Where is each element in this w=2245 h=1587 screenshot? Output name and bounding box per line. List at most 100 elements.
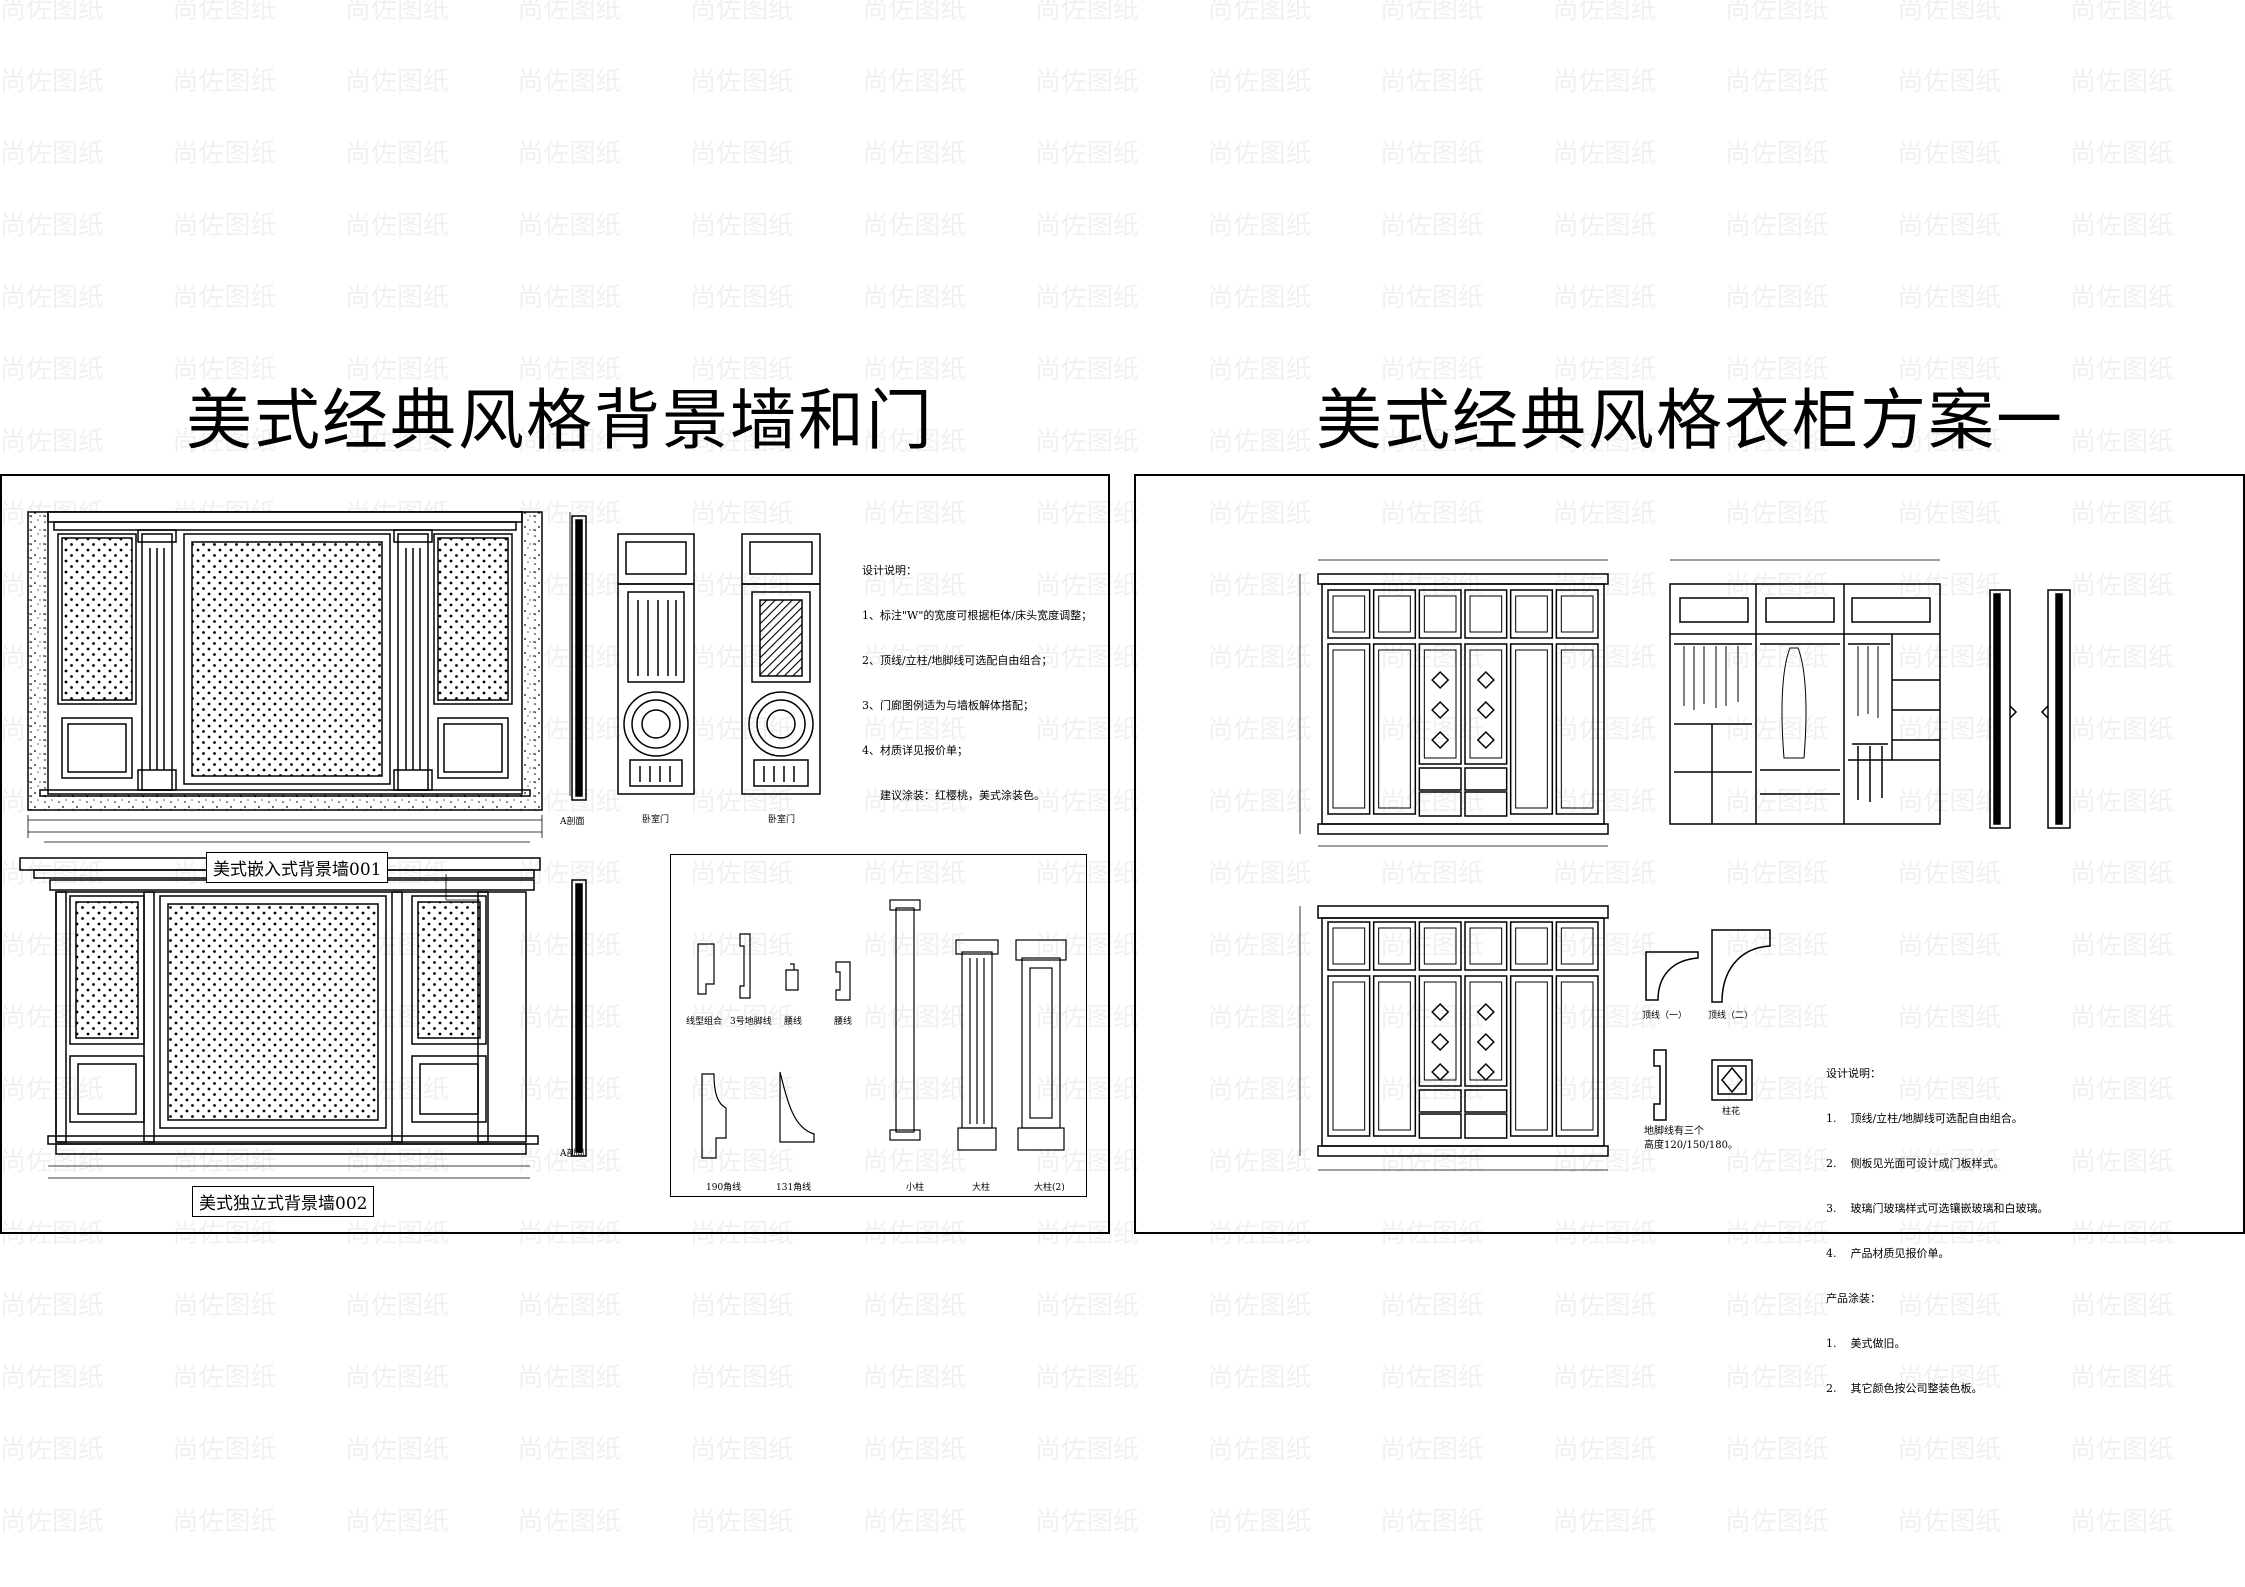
glass-ornament <box>1476 730 1495 750</box>
right-note-1: 1. 顶线/立柱/地脚线可选配自由组合。 <box>1826 1112 2023 1125</box>
wardrobe-door-panel <box>1378 981 1411 1131</box>
wardrobe-door-panel <box>1327 921 1371 971</box>
glass-ornament <box>1431 1032 1450 1052</box>
wardrobe-door-panel <box>1332 649 1366 809</box>
wardrobe-door-panel <box>1327 589 1371 639</box>
wardrobe-door-panel <box>1555 975 1599 1137</box>
wardrobe-door-panel <box>1464 975 1508 1087</box>
wardrobe-door-panel <box>1423 927 1457 965</box>
detail-corner131: 131角线 <box>776 1183 812 1193</box>
right-sheet-title: 美式经典风格衣柜方案一 <box>1316 382 2064 459</box>
wardrobe-door-panel <box>1560 927 1594 965</box>
wardrobe-door-panel <box>1464 767 1508 791</box>
right-finish-heading: 产品涂装： <box>1826 1292 1881 1305</box>
wardrobe-door-panel <box>1418 643 1462 765</box>
detail-baseboard3: 3号地脚线 <box>730 1017 772 1027</box>
right-sheet-frame <box>1134 474 2245 1234</box>
detail-moulding-combo: 线型组合 <box>686 1017 723 1027</box>
door-2-label: 卧室门 <box>768 815 796 825</box>
standalone-wall-drawing <box>19 857 587 1179</box>
detail-inset-frame <box>670 854 1087 1197</box>
wardrobe-door-panel <box>1469 927 1503 965</box>
detail-corner190: 190角线 <box>706 1183 742 1193</box>
wardrobe-door-panel <box>1378 927 1411 965</box>
glass-ornament <box>1476 1032 1495 1052</box>
right-note-3: 3. 玻璃门玻璃样式可选镶嵌玻璃和白玻璃。 <box>1826 1202 2049 1215</box>
detail-waist-line: 腰线 <box>834 1017 853 1027</box>
wardrobe-door-panel <box>1372 589 1417 639</box>
glass-ornament <box>1476 700 1495 720</box>
right-design-notes: 设计说明： 1. 顶线/立柱/地脚线可选配自由组合。 2. 侧板见光面可设计成门… <box>1826 1036 2048 1411</box>
detail-big-column: 大柱 <box>972 1183 991 1193</box>
wardrobe-door-panel <box>1469 595 1503 633</box>
wardrobe-door-panel <box>1418 791 1462 817</box>
baseboard-heights: 高度120/150/180。 <box>1644 1140 1738 1151</box>
section-a-label: A剖面 <box>560 817 585 827</box>
glass-ornament <box>1431 730 1450 750</box>
left-note-4: 4、材质详见报价单； <box>862 744 968 757</box>
right-notes-heading: 设计说明： <box>1826 1067 1881 1080</box>
wardrobe-door-panel <box>1418 589 1462 639</box>
wardrobe-door-panel <box>1464 643 1508 765</box>
left-note-3: 3、门廊图例适为与墙板解体搭配； <box>862 699 1034 712</box>
wardrobe-door-panel <box>1509 589 1554 639</box>
wardrobe-door-panel <box>1464 921 1508 971</box>
top-moulding-1-label: 顶线（一） <box>1642 1011 1688 1021</box>
wardrobe-door-panel <box>1555 921 1599 971</box>
wardrobe-door-panel <box>1509 643 1554 815</box>
wardrobe-door-panel <box>1418 921 1462 971</box>
wardrobe-door-panel <box>1423 595 1457 633</box>
wardrobe-door-panel <box>1372 975 1417 1137</box>
wardrobe-door-panel <box>1372 643 1417 815</box>
left-notes-heading: 设计说明： <box>862 564 917 577</box>
wardrobe-door-panel <box>1378 595 1411 633</box>
wardrobe-door-panel <box>1509 921 1554 971</box>
wardrobe-door-panel <box>1515 927 1548 965</box>
wardrobe-door-panel <box>1423 981 1457 1081</box>
baseboard-note: 地脚线有三个 <box>1644 1126 1704 1137</box>
wardrobe-door-panel <box>1332 927 1366 965</box>
top-moulding-2-label: 顶线（二） <box>1708 1011 1754 1021</box>
wardrobe-door-panel <box>1560 649 1594 809</box>
wardrobe-door-panel <box>1418 1113 1462 1139</box>
detail-pressure-line: 腰线 <box>784 1017 803 1027</box>
wardrobe-door-panel <box>1555 589 1599 639</box>
wardrobe-door-panel <box>1372 921 1417 971</box>
door-2-drawing <box>741 533 821 795</box>
wardrobe-door-panel <box>1515 981 1548 1131</box>
glass-ornament <box>1431 1062 1450 1082</box>
wardrobe-door-panel <box>1327 975 1371 1137</box>
glass-ornament <box>1476 670 1495 690</box>
right-note-4: 4. 产品材质见报价单。 <box>1826 1247 1950 1260</box>
wardrobe-door-panel <box>1560 595 1594 633</box>
wardrobe-door-panel <box>1555 643 1599 815</box>
glass-ornament <box>1431 700 1450 720</box>
wardrobe-front-2-drawing <box>1299 905 1609 1171</box>
wardrobe-door-panel <box>1464 791 1508 817</box>
glass-ornament <box>1431 1002 1450 1022</box>
wardrobe-door-panel <box>1469 649 1503 759</box>
standalone-wall-label: 美式独立式背景墙002 <box>192 1186 375 1217</box>
wardrobe-door-panel <box>1418 1089 1462 1113</box>
wardrobe-door-panel <box>1464 1113 1508 1139</box>
wardrobe-door-panel <box>1464 589 1508 639</box>
wardrobe-door-panel <box>1515 649 1548 809</box>
moulding-details <box>697 899 1067 1159</box>
wardrobe-door-panel <box>1423 649 1457 759</box>
detail-big-column-2: 大柱(2) <box>1034 1183 1065 1193</box>
left-note-1: 1、标注"W"的宽度可根据柜体/床头宽度调整； <box>862 609 1093 622</box>
right-finish-1: 1. 美式做旧。 <box>1826 1337 1906 1350</box>
left-note-finish: 建议涂装：红樱桃，美式涂装色。 <box>880 789 1045 802</box>
glass-ornament <box>1476 1002 1495 1022</box>
right-finish-2: 2. 其它颜色按公司整装色板。 <box>1826 1382 1983 1395</box>
left-sheet-title: 美式经典风格背景墙和门 <box>186 382 934 459</box>
section-a2-label: A剖面 <box>560 1149 585 1159</box>
wardrobe-door-panel <box>1515 595 1548 633</box>
glass-ornament <box>1431 670 1450 690</box>
wardrobe-door-panel <box>1560 981 1594 1131</box>
top-moulding-profiles <box>1645 929 1771 1121</box>
wardrobe-door-panel <box>1509 975 1554 1137</box>
detail-small-column: 小柱 <box>906 1183 925 1193</box>
wardrobe-side-section <box>1989 589 2071 829</box>
